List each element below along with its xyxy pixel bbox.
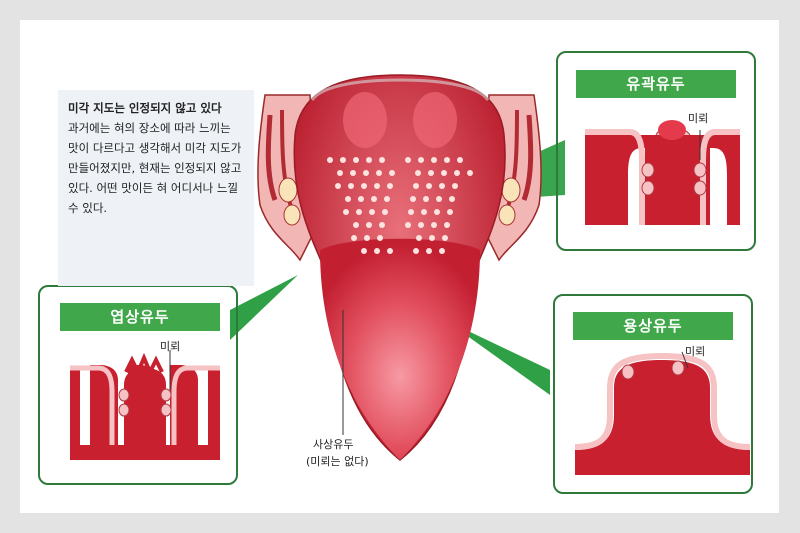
papilla-dot bbox=[405, 222, 411, 228]
papilla-dot bbox=[452, 183, 458, 189]
papilla-dot bbox=[353, 157, 359, 163]
panel-title-circumvallate: 유곽유두 bbox=[576, 70, 736, 98]
tongue bbox=[293, 74, 506, 461]
papilla-dot bbox=[431, 157, 437, 163]
papilla-dot bbox=[421, 209, 427, 215]
pointer-foliate bbox=[230, 275, 298, 340]
note-title: 미각 지도는 인정되지 않고 있다 bbox=[68, 101, 222, 115]
papilla-dot bbox=[353, 222, 359, 228]
callout-taste-bud-foliate: 미뢰 bbox=[160, 340, 181, 353]
papilla-dot bbox=[366, 222, 372, 228]
papilla-dot bbox=[415, 170, 421, 176]
note-body: 과거에는 혀의 장소에 따라 느끼는 맛이 다르다고 생각해서 미각 지도가 만… bbox=[68, 121, 242, 215]
papilla-dot bbox=[343, 209, 349, 215]
fungiform-cross-section bbox=[574, 351, 751, 475]
pointer-fungiform bbox=[445, 320, 550, 395]
panel-title-fungiform: 용상유두 bbox=[573, 312, 733, 340]
papilla-dot bbox=[431, 222, 437, 228]
papilla-dot bbox=[405, 157, 411, 163]
tongue-label-line1: 사상유두 bbox=[313, 438, 354, 451]
papilla-dot bbox=[444, 157, 450, 163]
papilla-dot bbox=[426, 248, 432, 254]
papilla-dot bbox=[410, 196, 416, 202]
papilla-dot bbox=[350, 170, 356, 176]
papilla-dot bbox=[348, 183, 354, 189]
papilla-dot bbox=[447, 209, 453, 215]
papilla-dot bbox=[441, 170, 447, 176]
papilla-dot bbox=[351, 235, 357, 241]
papilla-dot bbox=[436, 196, 442, 202]
callout-taste-bud-circumvallate: 미뢰 bbox=[688, 112, 709, 125]
papilla-dot bbox=[442, 235, 448, 241]
papilla-dot bbox=[387, 248, 393, 254]
papilla-dot bbox=[382, 209, 388, 215]
papilla-dot bbox=[434, 209, 440, 215]
papilla-dot bbox=[416, 235, 422, 241]
papilla-dot bbox=[356, 209, 362, 215]
panel-foliate bbox=[38, 285, 238, 485]
panel-title-foliate: 엽상유두 bbox=[60, 303, 220, 331]
papilla-dot bbox=[444, 222, 450, 228]
papilla-dot bbox=[377, 235, 383, 241]
papilla-dot bbox=[361, 183, 367, 189]
panel-fungiform bbox=[553, 294, 753, 494]
papilla-dot bbox=[361, 248, 367, 254]
papilla-dot bbox=[408, 209, 414, 215]
papilla-dot bbox=[389, 170, 395, 176]
tongue-label-line2: (미뢰는 없다) bbox=[306, 455, 369, 468]
papilla-dot bbox=[340, 157, 346, 163]
papilla-dot bbox=[439, 248, 445, 254]
papilla-dot bbox=[335, 183, 341, 189]
papilla-dot bbox=[418, 222, 424, 228]
papilla-dot bbox=[369, 209, 375, 215]
papilla-dot bbox=[379, 157, 385, 163]
papilla-dot bbox=[366, 157, 372, 163]
papilla-dot bbox=[363, 170, 369, 176]
panel-circumvallate bbox=[556, 51, 756, 251]
papilla-dot bbox=[345, 196, 351, 202]
callout-taste-bud-fungiform: 미뢰 bbox=[685, 345, 706, 358]
papilla-dot bbox=[423, 196, 429, 202]
foliate-cross-section bbox=[70, 350, 220, 460]
circumvallate-papillae-dots bbox=[327, 157, 473, 254]
papilla-dot bbox=[337, 170, 343, 176]
info-note: 미각 지도는 인정되지 않고 있다 과거에는 혀의 장소에 따라 느끼는 맛이 … bbox=[58, 90, 254, 286]
papilla-dot bbox=[379, 222, 385, 228]
papilla-dot bbox=[428, 170, 434, 176]
papilla-dot bbox=[374, 183, 380, 189]
diagram-page: 유곽유두 엽상유두 용상유두 미뢰 미뢰 미뢰 사상유두 (미뢰는 없다) 미각… bbox=[20, 20, 779, 513]
papilla-dot bbox=[467, 170, 473, 176]
papilla-dot bbox=[374, 248, 380, 254]
papilla-dot bbox=[387, 183, 393, 189]
papilla-dot bbox=[418, 157, 424, 163]
papilla-dot bbox=[457, 157, 463, 163]
papilla-dot bbox=[454, 170, 460, 176]
papilla-dot bbox=[413, 248, 419, 254]
papilla-dot bbox=[439, 183, 445, 189]
papilla-dot bbox=[413, 183, 419, 189]
papilla-dot bbox=[376, 170, 382, 176]
papilla-dot bbox=[426, 183, 432, 189]
papilla-dot bbox=[327, 157, 333, 163]
papilla-dot bbox=[449, 196, 455, 202]
papilla-dot bbox=[429, 235, 435, 241]
papilla-dot bbox=[384, 196, 390, 202]
papilla-dot bbox=[364, 235, 370, 241]
papilla-dot bbox=[371, 196, 377, 202]
tongue-diagram bbox=[70, 74, 751, 475]
papilla-dot bbox=[358, 196, 364, 202]
circumvallate-cross-section bbox=[585, 120, 740, 225]
